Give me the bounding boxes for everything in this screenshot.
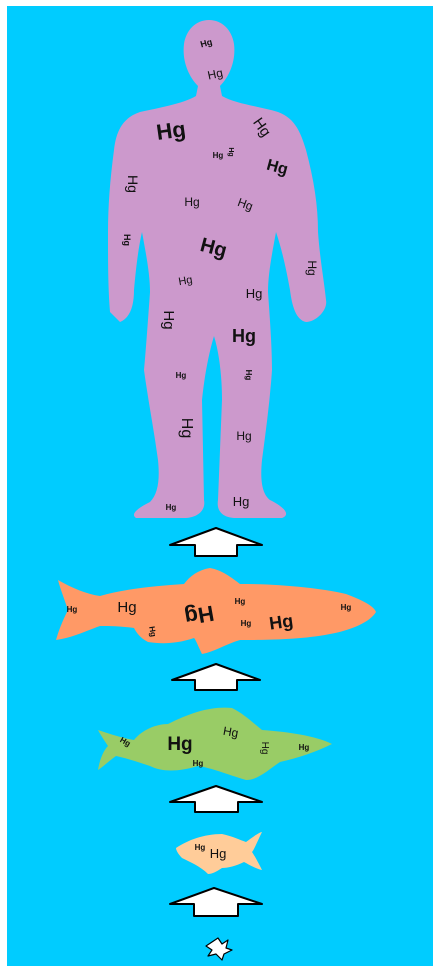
hg-label: Hg <box>195 843 206 852</box>
hg-label: Hg <box>166 503 177 512</box>
hg-label: Hg <box>160 310 177 329</box>
hg-label: Hg <box>67 605 78 614</box>
hg-label: Hg <box>222 724 240 740</box>
hg-label: Hg <box>176 371 187 380</box>
hg-label: Hg <box>193 759 204 768</box>
hg-label: Hg <box>117 599 136 616</box>
hg-label: Hg <box>299 743 310 752</box>
hg-label: Hg <box>178 418 195 438</box>
hg-label: Hg <box>122 234 132 246</box>
hg-label: Hg <box>213 151 224 160</box>
hg-label: Hg <box>246 286 263 301</box>
hg-label: Hg <box>244 370 253 381</box>
hg-label: Hg <box>155 116 188 145</box>
hg-label: Hg <box>241 619 252 628</box>
hg-label: Hg <box>235 597 246 606</box>
hg-label: Hg <box>125 175 141 193</box>
hg-label: Hg <box>184 195 199 209</box>
hg-label: Hg <box>305 260 319 275</box>
hg-label: Hg <box>341 603 352 612</box>
hg-label: Hg <box>268 610 295 633</box>
hg-label: Hg <box>183 601 216 631</box>
hg-label: Hg <box>147 626 158 638</box>
hg-label: Hg <box>233 494 250 509</box>
hg-label: Hg <box>178 274 194 288</box>
hg-label: Hg <box>236 429 251 443</box>
hg-label: Hg <box>259 742 270 755</box>
hg-label: Hg <box>232 326 256 346</box>
hg-label: Hg <box>227 147 234 156</box>
hg-label: Hg <box>167 734 192 755</box>
hg-label: Hg <box>210 846 227 861</box>
